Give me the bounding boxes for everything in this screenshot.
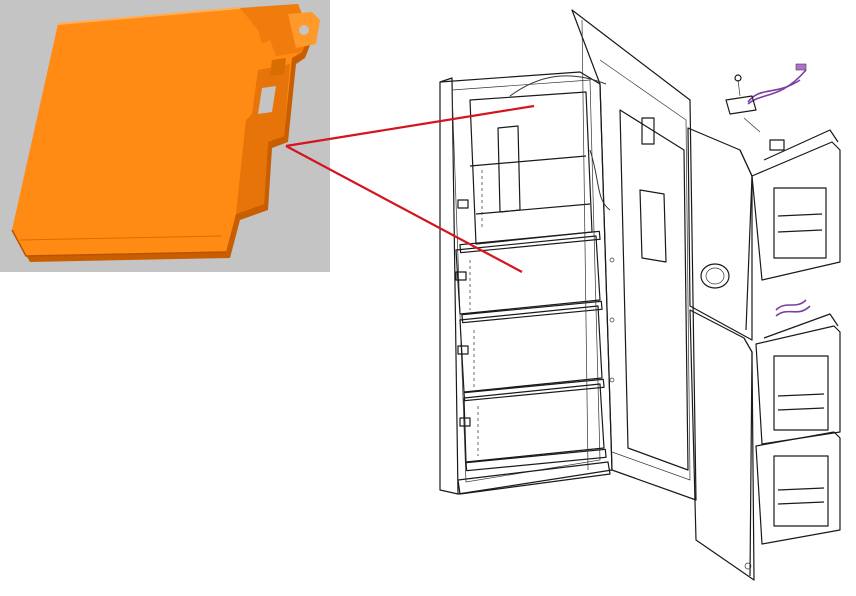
drawer-module-top bbox=[751, 129, 841, 281]
side-panel-upper bbox=[687, 127, 753, 341]
drawer-module-bottom bbox=[755, 431, 841, 545]
callout-lines bbox=[285, 104, 535, 273]
orange-cover-plate-part bbox=[11, 4, 320, 262]
callout-line-lower bbox=[285, 145, 523, 273]
door-assembly bbox=[571, 9, 697, 501]
side-panel-lower bbox=[689, 309, 755, 581]
cabinet-frame bbox=[439, 71, 613, 495]
cable-harness bbox=[509, 63, 811, 317]
drawer-module-middle bbox=[755, 313, 841, 445]
part-detail-inset bbox=[0, 0, 330, 272]
callout-line-upper bbox=[285, 104, 535, 148]
